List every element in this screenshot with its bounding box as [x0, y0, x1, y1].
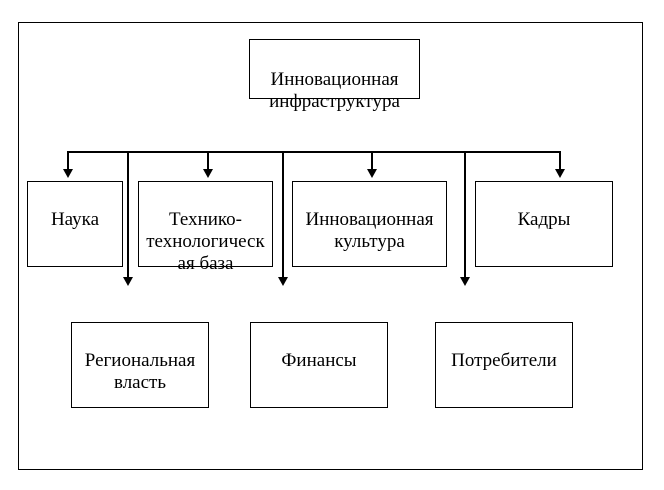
node-finance-label: Финансы	[281, 350, 357, 371]
arrowhead-regional-power-icon	[123, 277, 133, 286]
arrow-stem-science	[67, 151, 69, 169]
arrow-stem-innovation-culture	[371, 151, 373, 169]
arrowhead-personnel-icon	[555, 169, 565, 178]
arrow-stem-finance	[282, 151, 284, 277]
node-innovation-infrastructure-label: Инновационная инфраструктура	[269, 69, 400, 112]
arrowhead-finance-icon	[278, 277, 288, 286]
node-consumers: Потребители	[435, 322, 573, 408]
diagram-border	[18, 22, 643, 470]
node-personnel: Кадры	[475, 181, 613, 267]
node-science-label: Наука	[50, 209, 100, 230]
arrow-stem-regional-power	[127, 151, 129, 277]
node-tech-base: Технико- технологическ ая база	[138, 181, 273, 274]
node-regional-power: Региональная власть	[71, 322, 209, 408]
arrowhead-science-icon	[63, 169, 73, 178]
arrow-stem-tech-base	[207, 151, 209, 169]
connector-horizontal-line	[67, 151, 561, 153]
node-science: Наука	[27, 181, 123, 267]
arrowhead-innovation-culture-icon	[367, 169, 377, 178]
arrowhead-tech-base-icon	[203, 169, 213, 178]
node-regional-power-label: Региональная власть	[84, 350, 196, 393]
arrow-stem-consumers	[464, 151, 466, 277]
node-finance: Финансы	[250, 322, 388, 408]
node-consumers-label: Потребители	[451, 350, 557, 371]
node-tech-base-label: Технико- технологическ ая база	[146, 209, 265, 274]
arrow-stem-personnel	[559, 151, 561, 169]
arrowhead-consumers-icon	[460, 277, 470, 286]
node-innovation-infrastructure: Инновационная инфраструктура	[249, 39, 420, 112]
node-innovation-culture: Инновационная культура	[292, 181, 447, 267]
node-innovation-culture-label: Инновационная культура	[305, 209, 434, 252]
node-personnel-label: Кадры	[517, 209, 571, 230]
